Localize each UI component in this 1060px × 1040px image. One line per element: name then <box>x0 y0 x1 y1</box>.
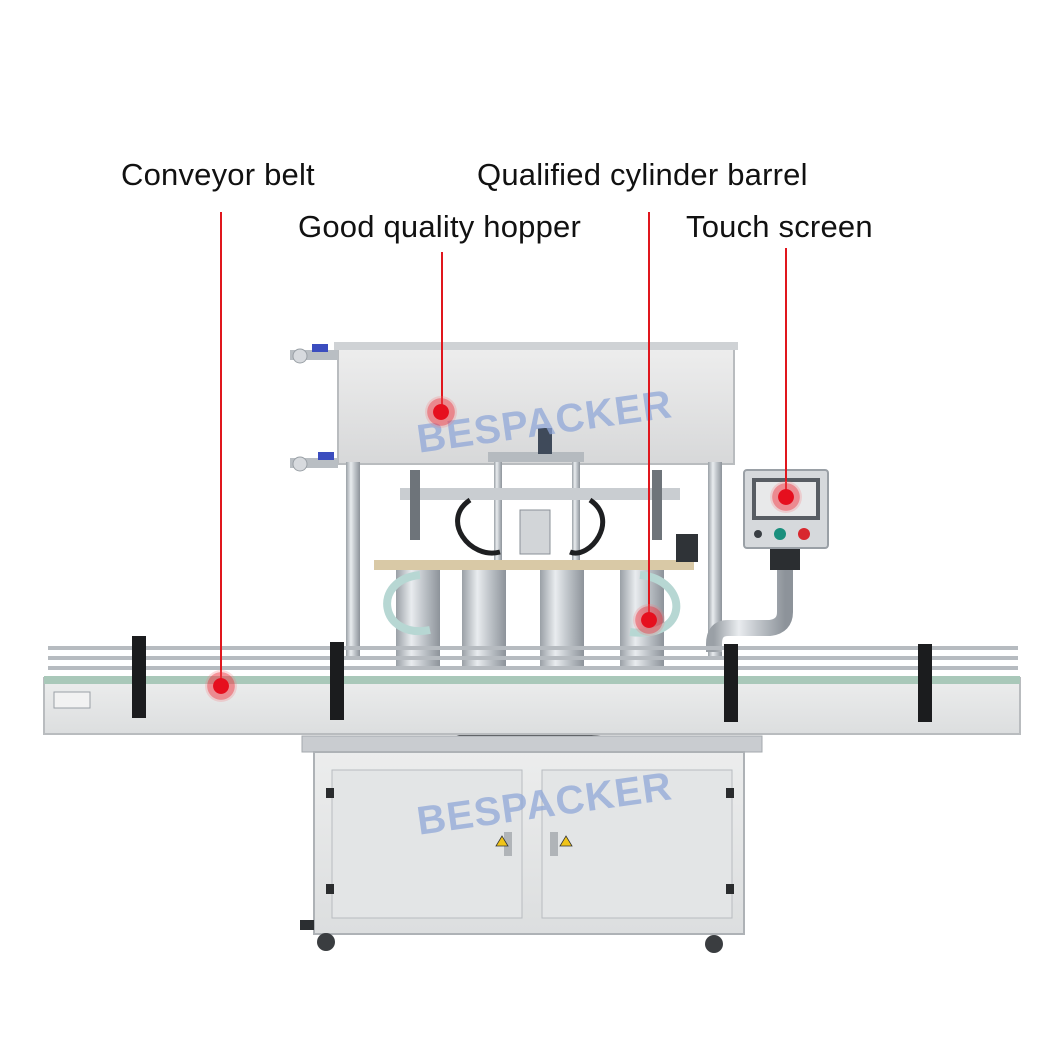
qualified-cylinder-barrel-label: Qualified cylinder barrel <box>477 157 808 192</box>
good-quality-hopper-label: Good quality hopper <box>298 209 581 244</box>
touch-screen-leader <box>785 248 787 496</box>
cylinder-barrel-leader <box>648 212 650 620</box>
conveyor <box>43 636 1021 735</box>
conveyor-belt-leader <box>220 212 222 686</box>
cylinder-barrel-hotspot <box>633 604 665 636</box>
touch-screen-label: Touch screen <box>686 209 873 244</box>
conveyor-belt-hotspot <box>205 670 237 702</box>
hopper-hotspot <box>425 396 457 428</box>
conveyor-belt-label: Conveyor belt <box>121 157 315 192</box>
hopper <box>290 342 738 472</box>
cabinet <box>300 735 763 953</box>
touch-screen-hotspot <box>770 481 802 513</box>
hopper-leader <box>441 252 443 412</box>
